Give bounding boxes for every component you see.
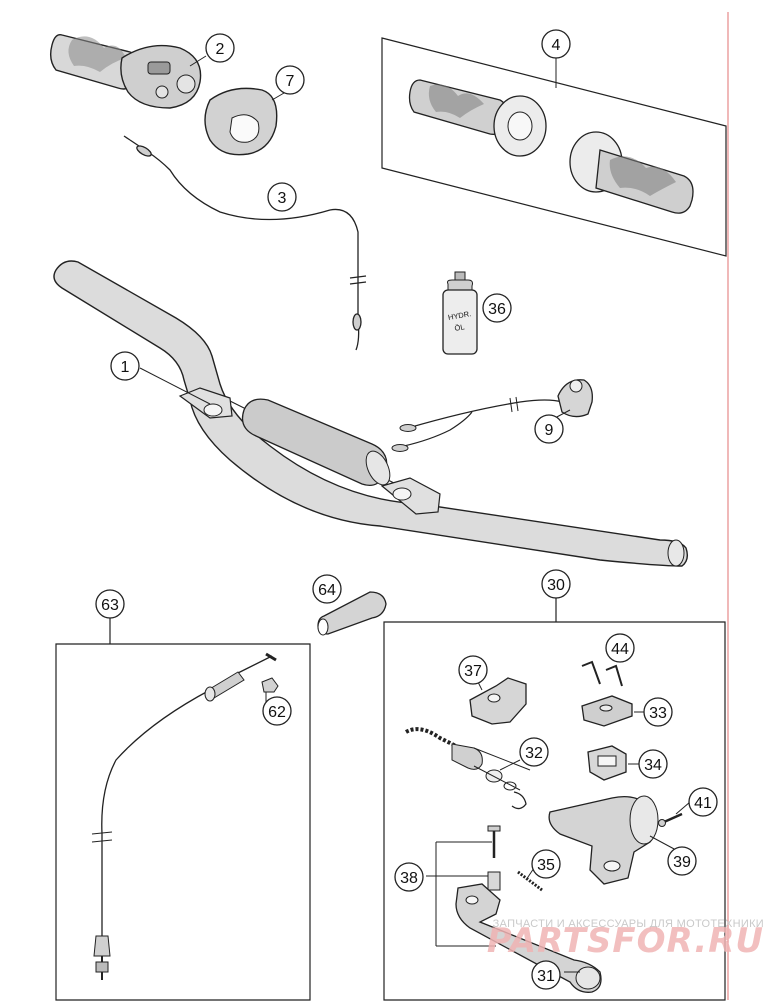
- svg-text:36: 36: [488, 301, 506, 318]
- reservoir-cap-33: [581, 695, 633, 727]
- clutch-cable-frame: [55, 617, 311, 1001]
- master-cylinder-frame: [383, 597, 726, 1001]
- callout-44: 44: [605, 633, 635, 663]
- callout-32: 32: [519, 737, 549, 767]
- svg-text:1: 1: [121, 359, 130, 376]
- callout-33: 33: [643, 697, 673, 727]
- svg-text:38: 38: [400, 870, 418, 887]
- svg-text:30: 30: [547, 577, 565, 594]
- left-grip: [408, 79, 547, 157]
- svg-text:33: 33: [649, 705, 667, 722]
- pivot-bolt-38: [426, 825, 501, 947]
- master-cylinder-body-39: [548, 795, 659, 885]
- callout-1: 1: [110, 351, 140, 381]
- callout-2: 2: [205, 33, 235, 63]
- svg-text:4: 4: [552, 37, 561, 54]
- bottle-label-line1: HYDR.: [447, 309, 472, 322]
- throttle-grip-assembly: [49, 34, 202, 109]
- callout-41: 41: [688, 787, 718, 817]
- throttle-cable: [123, 135, 367, 351]
- watermark: ЗАПЧАСТИ И АКСЕССУАРЫ ДЛЯ МОТОТЕХНИКИ PA…: [487, 918, 764, 961]
- screws-44: [581, 660, 623, 687]
- callout-4: 4: [541, 29, 571, 59]
- callout-63: 63: [95, 589, 125, 619]
- svg-text:44: 44: [611, 641, 629, 658]
- callout-64: 64: [312, 574, 342, 604]
- svg-text:31: 31: [537, 968, 555, 985]
- callout-37: 37: [458, 655, 488, 685]
- callout-38: 38: [394, 862, 424, 892]
- svg-text:3: 3: [278, 190, 287, 207]
- callout-9: 9: [534, 414, 564, 444]
- callout-30: 30: [541, 569, 571, 599]
- svg-text:37: 37: [464, 663, 482, 680]
- svg-text:41: 41: [694, 795, 712, 812]
- svg-text:64: 64: [318, 582, 336, 599]
- kill-switch: [391, 379, 593, 452]
- svg-text:2: 2: [216, 41, 225, 58]
- callout-35: 35: [531, 849, 561, 879]
- watermark-logo: PARTSFOR.RU: [487, 921, 764, 961]
- callout-62: 62: [262, 696, 292, 726]
- svg-text:62: 62: [268, 704, 286, 721]
- right-grip: [569, 131, 694, 214]
- callout-3: 3: [267, 182, 297, 212]
- diaphragm-34: [587, 745, 627, 781]
- throttle-cover: [204, 87, 278, 156]
- cable-nut: [261, 677, 279, 693]
- clutch-lever-31: [455, 883, 602, 993]
- svg-text:34: 34: [644, 757, 662, 774]
- svg-text:35: 35: [537, 857, 555, 874]
- clamp-part-37: [469, 677, 527, 725]
- callout-34: 34: [638, 749, 668, 779]
- bottle-label-line2: ÖL: [454, 322, 465, 333]
- hydraulic-oil-bottle: HYDR. ÖL: [442, 271, 478, 355]
- spring-35: [517, 870, 543, 892]
- watermark-caption: ЗАПЧАСТИ И АКСЕССУАРЫ ДЛЯ МОТОТЕХНИКИ: [493, 918, 764, 930]
- svg-text:9: 9: [545, 422, 554, 439]
- svg-text:32: 32: [525, 745, 543, 762]
- callout-7: 7: [275, 65, 305, 95]
- svg-text:39: 39: [673, 854, 691, 871]
- svg-text:63: 63: [101, 597, 119, 614]
- handlebar: [53, 260, 689, 567]
- bar-end-plug: [317, 591, 387, 636]
- grips-frame: [381, 37, 727, 257]
- callout-31: 31: [531, 960, 561, 990]
- screw-41: [658, 812, 683, 827]
- callout-39: 39: [667, 846, 697, 876]
- piston-kit-32: [405, 727, 531, 810]
- svg-text:7: 7: [286, 73, 295, 90]
- callout-36: 36: [482, 293, 512, 323]
